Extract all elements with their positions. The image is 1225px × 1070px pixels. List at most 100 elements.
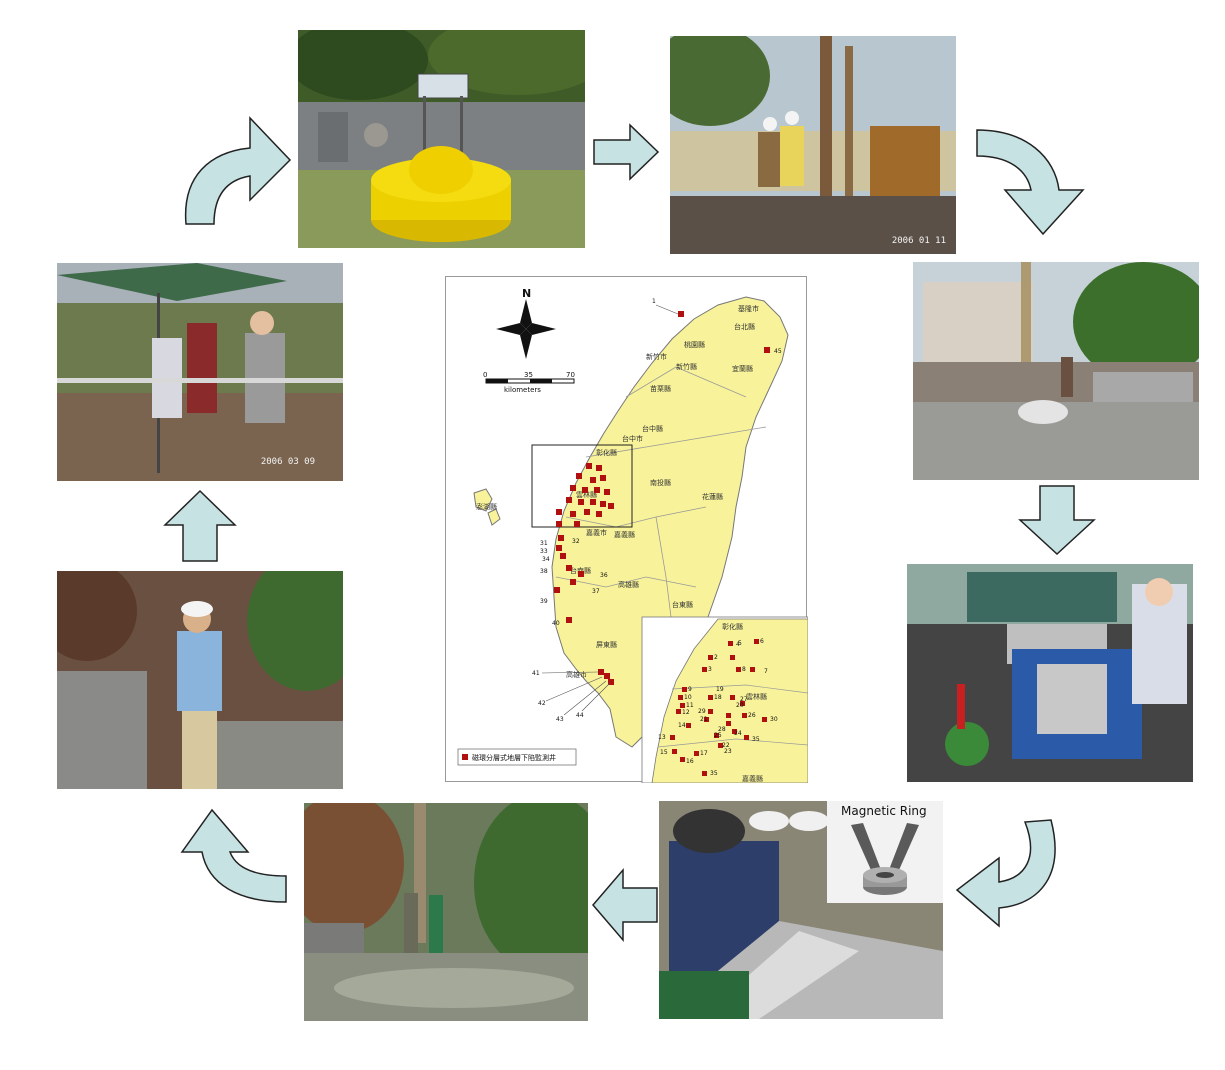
photo-installation-site — [304, 803, 588, 1021]
inset-well-label: 29 — [698, 708, 706, 715]
county-label: 雲林縣 — [576, 490, 597, 499]
county-label: 高雄縣 — [618, 580, 639, 589]
inset-detail-map: 彰化縣 雲林縣 嘉義縣 2 3 4 — [641, 616, 809, 784]
arrow-right-icon — [593, 123, 660, 181]
photo-field-survey: 2006 03 09 — [57, 263, 343, 481]
well-label: 45 — [774, 348, 782, 355]
arrow-down-icon — [1018, 485, 1096, 556]
map-legend: 磁環分層式地層下陷監測井 — [472, 753, 556, 762]
well-label: 37 — [592, 588, 600, 595]
county-label: 宜蘭縣 — [732, 364, 753, 373]
county-label: 新竹市 — [646, 352, 667, 361]
scale-bar — [485, 378, 575, 384]
county-label: 台中市 — [622, 434, 643, 443]
photo-drilling-rig: 2006 01 11 — [670, 36, 956, 254]
inset-well-label: 24 — [734, 730, 742, 737]
photo-survey-van — [907, 564, 1193, 782]
well-label: 36 — [600, 572, 608, 579]
county-label: 彰化縣 — [596, 448, 617, 457]
arrow-left-icon — [592, 867, 658, 943]
inset-well-label: 9 — [688, 686, 692, 693]
well-label: 41 — [532, 670, 540, 677]
well-label: 33 — [540, 548, 548, 555]
well-label: 34 — [542, 556, 550, 563]
county-label: 高雄市 — [566, 670, 587, 679]
county-label: 台東縣 — [672, 600, 693, 609]
inset-well-label: 14 — [678, 722, 686, 729]
inset-well-label: 27 — [740, 696, 748, 703]
scale-tick: 0 — [483, 371, 487, 379]
photo-date-stamp: 2006 03 09 — [260, 457, 315, 467]
curved-arrow-bottom-right-icon — [955, 818, 1065, 928]
inset-well-label: 8 — [742, 666, 746, 673]
inset-well-label: 13 — [658, 734, 666, 741]
curved-arrow-bottom-left-icon — [168, 808, 288, 904]
inset-well-label: 35 — [710, 770, 718, 777]
photo-excavation — [913, 262, 1199, 480]
inset-well-label: 7 — [764, 668, 768, 675]
magnetic-ring-label: Magnetic Ring — [841, 804, 927, 818]
inset-well-label: 15 — [660, 749, 668, 756]
county-label: 嘉義市 — [586, 528, 607, 537]
county-label: 台南縣 — [570, 566, 591, 575]
arrow-up-icon — [163, 489, 237, 562]
well-label: 38 — [540, 568, 548, 575]
inset-well-label: 10 — [684, 694, 692, 701]
inset-well-label: 25 — [714, 732, 722, 739]
county-label: 南投縣 — [650, 478, 671, 487]
inset-county-label: 雲林縣 — [746, 692, 767, 701]
photo-benchmark — [298, 30, 585, 248]
well-label: 44 — [576, 712, 584, 719]
inset-county-label: 嘉義縣 — [742, 774, 763, 783]
scale-tick: 70 — [566, 371, 575, 379]
county-label: 澎湖縣 — [476, 502, 497, 511]
magnetic-ring-inset: Magnetic Ring — [827, 801, 943, 903]
scale-unit: kilometers — [504, 386, 541, 394]
photo-date-stamp: 2006 01 11 — [891, 236, 946, 246]
scale-tick: 35 — [524, 371, 533, 379]
curved-arrow-top-left-icon — [182, 116, 292, 226]
well-label: 40 — [552, 620, 560, 627]
inset-well-label: 18 — [714, 694, 722, 701]
county-label: 新竹縣 — [676, 362, 697, 371]
county-label: 基隆市 — [738, 304, 759, 313]
inset-well-label: 23 — [724, 748, 732, 755]
county-label: 台中縣 — [642, 424, 663, 433]
inset-well-label: 4 — [736, 641, 740, 648]
inset-well-label: 35 — [752, 736, 760, 743]
county-label: 屏東縣 — [596, 640, 617, 649]
inset-well-label: 19 — [716, 686, 724, 693]
inset-well-label: 30 — [770, 716, 778, 723]
inset-well-label: 3 — [708, 666, 712, 673]
well-label: 32 — [572, 538, 580, 545]
well-label: 43 — [556, 716, 564, 723]
county-label: 台北縣 — [734, 322, 755, 331]
well-cluster — [556, 463, 614, 527]
inset-county-label: 彰化縣 — [722, 622, 743, 631]
inset-well-label: 6 — [760, 638, 764, 645]
inset-well-label: 26 — [748, 712, 756, 719]
well-label: 42 — [538, 700, 546, 707]
inset-well-label: 21 — [700, 716, 708, 723]
inset-well-label: 22 — [722, 742, 730, 749]
taiwan-island — [551, 296, 789, 748]
inset-well-label: 28 — [718, 726, 726, 733]
well-label: 39 — [540, 598, 548, 605]
county-label: 桃園縣 — [684, 340, 705, 349]
north-label: N — [522, 287, 531, 300]
inset-well-label: 5 — [738, 640, 742, 647]
county-label: 花蓮縣 — [702, 492, 723, 501]
county-label: 苗栗縣 — [650, 384, 671, 393]
inset-well-label: 2 — [714, 654, 718, 661]
well-label: 31 — [540, 540, 548, 547]
county-label: 嘉義縣 — [614, 530, 635, 539]
inset-well-label: 16 — [686, 758, 694, 765]
curved-arrow-top-right-icon — [975, 128, 1085, 236]
inset-well-label: 11 — [686, 702, 694, 709]
compass-rose-icon — [496, 299, 556, 359]
inset-well-label: 17 — [700, 750, 708, 757]
inset-well-label: 20 — [736, 702, 744, 709]
taiwan-well-map: N 0 35 70 kilometers 基隆市 台北縣 桃園縣 新竹市 新竹縣… — [445, 276, 809, 784]
well-label: 1 — [652, 298, 656, 305]
inset-well-label: 12 — [682, 709, 690, 716]
